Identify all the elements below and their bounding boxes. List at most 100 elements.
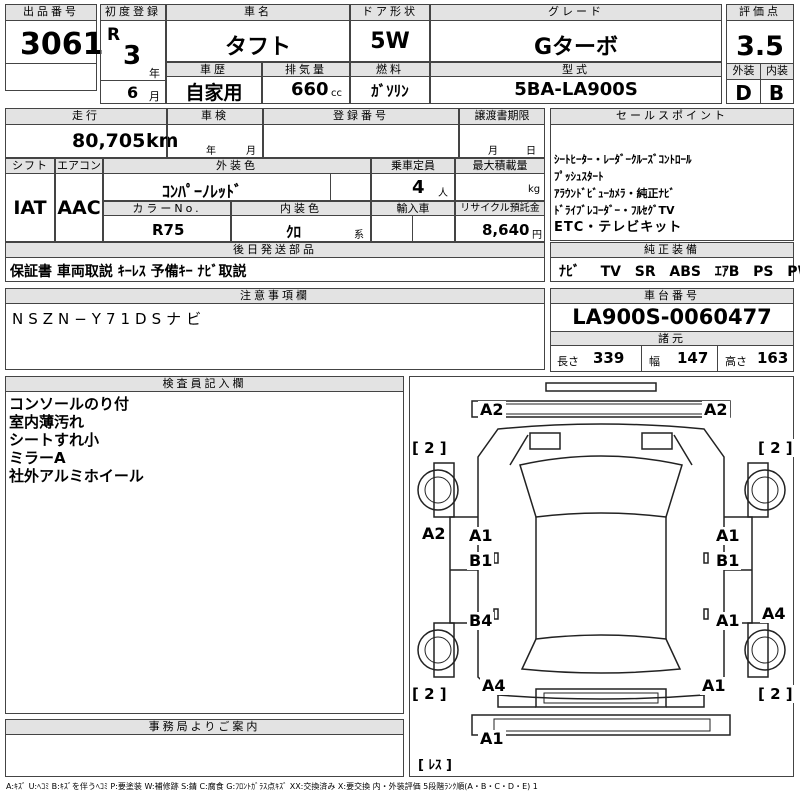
- mark-tire-fl: [ 2 ]: [410, 439, 449, 457]
- max-load-label: 最大積載量: [456, 159, 544, 174]
- shift-cell: シフト IAT: [5, 158, 55, 242]
- mark-right-quarter: A4: [760, 604, 788, 623]
- mark-front-right: A2: [702, 400, 730, 419]
- mark-tire-rl: [ 2 ]: [410, 685, 449, 703]
- interior-color-label: 内装色: [232, 202, 370, 216]
- height: 163: [757, 349, 789, 367]
- month-unit: 月: [149, 90, 160, 103]
- sales-point-line: ETC・テレビキット: [554, 220, 683, 235]
- fuel-label: 燃料: [351, 63, 429, 77]
- inspection-month-unit: 月: [246, 146, 256, 157]
- mark-door-rr: A1: [714, 611, 742, 630]
- shift-label: シフト: [6, 159, 54, 174]
- history-cell: 車歴 自家用: [166, 62, 262, 104]
- mileage-cell: 走行 80,705 km: [5, 108, 178, 158]
- capacity-unit: 人: [438, 188, 448, 199]
- exterior-color-label: 外装色: [104, 159, 370, 174]
- inspector-line: シートすれ小: [9, 431, 100, 449]
- exterior-score: D: [735, 81, 752, 105]
- mark-spare: [ ﾚｽ ]: [416, 757, 454, 775]
- equipment-label: 純正装備: [551, 243, 793, 258]
- recycle: 8,640: [482, 221, 530, 239]
- interior-score: B: [768, 81, 785, 105]
- equipment-item: ﾅﾋﾞ: [559, 264, 580, 280]
- door-type-cell: ドア形状 5W: [350, 4, 430, 62]
- shift: IAT: [13, 197, 47, 219]
- lot-label: 出品番号: [6, 5, 96, 21]
- height-label: 高さ: [725, 355, 747, 368]
- fuel-cell: 燃料 ｶﾞｿﾘﾝ: [350, 62, 430, 104]
- displacement: 660: [291, 79, 329, 100]
- reg-year: 3: [123, 41, 142, 71]
- mark-door-fl: A1: [467, 526, 495, 545]
- mileage-unit: km: [146, 130, 179, 152]
- notes-box: 注意事項欄 NSZN−Y71DSナビ: [5, 288, 545, 370]
- interior-score-label: 内装: [760, 64, 793, 80]
- width-label: 幅: [649, 355, 660, 368]
- equipment-item: ABS: [669, 264, 701, 280]
- inspector-line: コンソールのり付: [9, 395, 130, 413]
- equipment-item: SR: [634, 264, 656, 280]
- grade-cell: グレード Gターボ: [430, 4, 722, 62]
- score-cell: 評価点 3.5 外装 内装 D B: [726, 4, 794, 105]
- registration-no-label: 登録番号: [264, 109, 458, 125]
- displacement-unit: cc: [331, 88, 342, 99]
- lot-number: 3061: [20, 27, 104, 62]
- length-label: 長さ: [557, 355, 579, 368]
- office-box: 事務局よりご案内: [5, 719, 404, 777]
- grade-label: グレード: [431, 5, 721, 21]
- first-registration-label: 初度登録: [101, 5, 165, 21]
- color-no-cell: カラーNo. R75: [103, 201, 231, 242]
- inspection-cell: 車検 年 月: [167, 108, 263, 158]
- door-type-label: ドア形状: [351, 5, 429, 21]
- length: 339: [593, 349, 625, 367]
- mark-rear-bumper: A1: [478, 729, 506, 748]
- grade: Gターボ: [533, 35, 619, 60]
- inspector-line: ミラーA: [9, 449, 66, 467]
- transfer-deadline-label: 譲渡書期限: [460, 109, 544, 125]
- sales-point-line: ｼｰﾄﾋｰﾀｰ・ﾚｰﾀﾞｰｸﾙｰｽﾞｺﾝﾄﾛｰﾙ: [554, 153, 692, 166]
- car-name-label: 車名: [167, 5, 349, 21]
- aircon: AAC: [57, 197, 101, 219]
- color-no-label: カラーNo.: [104, 202, 230, 216]
- reg-month: 6: [127, 83, 139, 102]
- model-code-label: 型式: [431, 63, 721, 77]
- car-name-cell: 車名 タフト: [166, 4, 350, 62]
- equipment-item: ｴｱB: [714, 264, 740, 280]
- score: 3.5: [736, 31, 784, 62]
- equipment-box: 純正装備 ﾅﾋﾞ TV SR ABS ｴｱB PS PW: [550, 242, 800, 282]
- mark-door-rl: B4: [467, 611, 495, 630]
- sales-point-line: ﾌﾟｯｼｭｽﾀｰﾄ: [554, 170, 604, 183]
- sales-points-label: セールスポイント: [551, 109, 793, 125]
- dims-label: 諸元: [551, 331, 793, 346]
- aircon-cell: エアコン AAC: [55, 158, 103, 242]
- car-name: タフト: [224, 35, 291, 60]
- registration-no-cell: 登録番号: [263, 108, 459, 158]
- score-label: 評価点: [727, 5, 793, 21]
- history-label: 車歴: [167, 63, 261, 77]
- later-parts-label: 後日発送部品: [6, 243, 544, 258]
- chassis-number: LA900S-0060477: [572, 305, 772, 329]
- transfer-deadline-cell: 譲渡書期限 月 日: [459, 108, 545, 158]
- sales-point-line: ｱﾗｳﾝﾄﾞﾋﾞｭｰｶﾒﾗ・純正ﾅﾋﾞ: [554, 187, 675, 200]
- width: 147: [677, 349, 709, 367]
- sales-points-text: ｼｰﾄﾋｰﾀｰ・ﾚｰﾀﾞｰｸﾙｰｽﾞｺﾝﾄﾛｰﾙ ﾌﾟｯｼｭｽﾀｰﾄ ｱﾗｳﾝﾄ…: [554, 151, 692, 236]
- max-load-cell: 最大積載量 kg: [455, 158, 545, 201]
- import-cell: 輸入車: [371, 201, 455, 242]
- mark-door-fr-2: B1: [714, 551, 742, 570]
- exterior-color-cell: 外装色 ｺﾝﾊﾟｰﾉﾚｯﾄﾞ: [103, 158, 371, 201]
- max-load-unit: kg: [528, 184, 541, 195]
- recycle-label: リサイクル預託金: [456, 202, 544, 216]
- equipment-item: PS: [753, 264, 774, 280]
- exterior-score-label: 外装: [727, 64, 760, 80]
- recycle-unit: 円: [532, 230, 542, 241]
- mark-tire-fr: [ 2 ]: [756, 439, 795, 457]
- transfer-day-unit: 日: [526, 146, 536, 157]
- inspector-notes: コンソールのり付 室内薄汚れ シートすれ小 ミラーA 社外アルミホイール: [9, 395, 144, 485]
- mileage-label: 走行: [6, 109, 166, 125]
- inspector-line: 室内薄汚れ: [9, 413, 85, 431]
- import-label: 輸入車: [372, 202, 454, 216]
- chassis-box: 車台番号 LA900S-0060477 諸元 長さ 339 幅 147 高さ 1…: [550, 288, 794, 372]
- history: 自家用: [185, 82, 243, 104]
- exterior-color: ｺﾝﾊﾟｰﾉﾚｯﾄﾞ: [162, 182, 243, 201]
